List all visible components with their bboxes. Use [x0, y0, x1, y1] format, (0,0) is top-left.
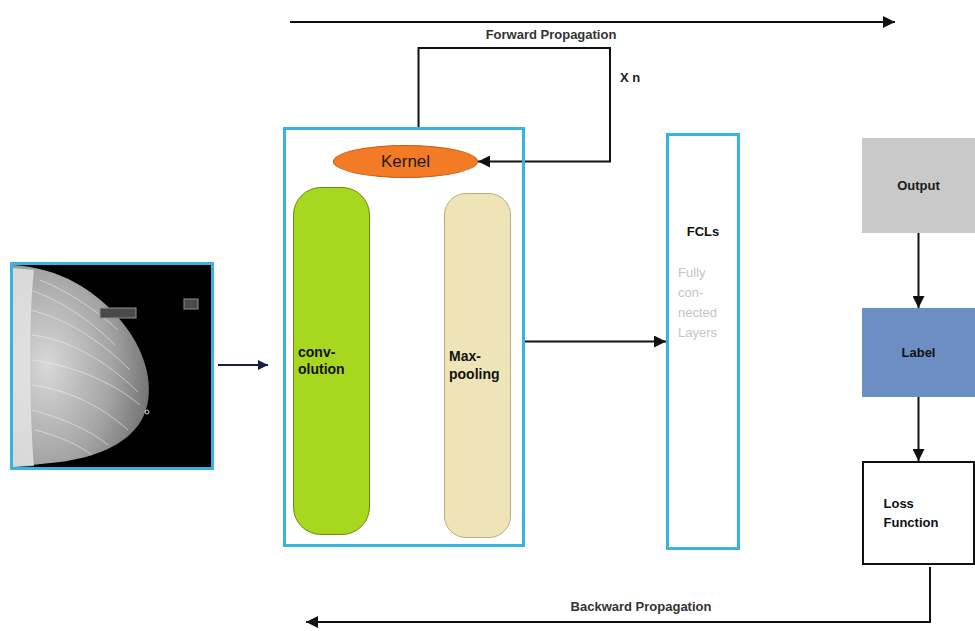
node-text: Kernel [381, 152, 430, 172]
arrow-connector [918, 397, 920, 461]
node-text: Fully con- nected Layers [678, 263, 728, 344]
chest-wall [13, 268, 34, 467]
node-text: Label [902, 345, 936, 360]
image-frame [12, 264, 213, 469]
convolution-layer: conv- olution [293, 187, 370, 535]
breast-shape [13, 265, 149, 467]
image-marker [145, 410, 149, 414]
backward-arrow [306, 567, 930, 622]
node-text: Max- pooling [449, 348, 506, 383]
output-box: Output [862, 138, 975, 233]
image-tag [100, 308, 136, 318]
kernel-ellipse: Kernel [333, 145, 478, 178]
image-tag [184, 299, 198, 309]
edge-label: X n [618, 70, 642, 85]
node-text: FCLs [687, 224, 720, 239]
arrow-connector [918, 233, 920, 308]
tissue-strands [30, 280, 140, 455]
input-arrow [218, 364, 268, 366]
fc-layers-box: FCLsFully con- nected Layers [666, 133, 740, 550]
mammogram-image [12, 264, 213, 469]
arrow-connector [419, 48, 610, 162]
label-box: Label [862, 308, 975, 397]
node-text: conv- olution [298, 344, 365, 379]
caption-label: Backward Propagation [569, 599, 714, 614]
node-text: Loss Function [884, 494, 954, 533]
caption-label: Forward Propagation [484, 27, 619, 42]
maxpool-layer: Max- pooling [444, 193, 511, 538]
loss-box: Loss Function [862, 461, 975, 565]
arrow-connector [525, 341, 666, 343]
node-text: Output [897, 178, 940, 193]
forward-arrow [290, 21, 895, 23]
block-frame: Kernel conv- olution Max- pooling [283, 127, 525, 547]
